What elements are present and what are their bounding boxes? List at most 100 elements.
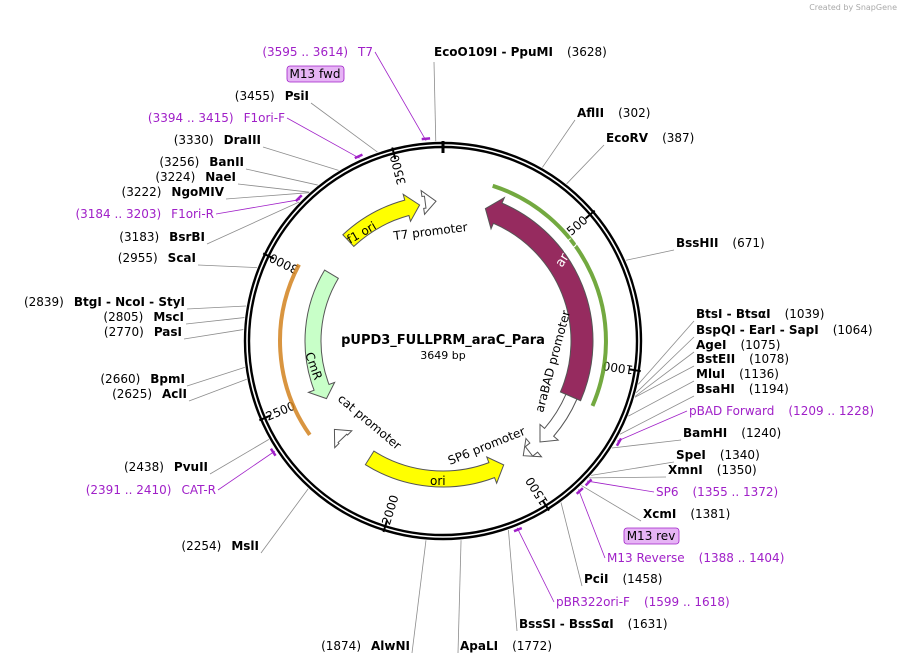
plasmid-size: 3649 bp: [420, 349, 465, 362]
primer-leader-line: [215, 199, 301, 215]
site-leader-line: [206, 201, 300, 245]
site-label: (2805)MscI: [103, 310, 184, 324]
site-leader-line: [457, 540, 462, 654]
site-leader-line: [185, 317, 245, 325]
tick-label: 1500: [523, 474, 551, 507]
primer-box-label: M13 fwd: [290, 67, 341, 81]
site-label: EcoO109I - PpuMI(3628): [434, 45, 607, 59]
site-leader-line: [237, 183, 310, 193]
site-leader-line: [634, 351, 695, 397]
site-leader-line: [591, 461, 675, 476]
feature-arrow: [333, 428, 353, 449]
feature-arrow: [539, 393, 578, 443]
primer-site-mark: [269, 448, 277, 457]
orf-arc-orange: [278, 263, 312, 437]
site-label: BamHI(1240): [683, 426, 781, 440]
site-label: (3183)BsrBI: [119, 230, 205, 244]
site-leader-line: [628, 380, 695, 417]
site-label: AgeI(1075): [696, 338, 780, 352]
primer-site-mark: [421, 137, 431, 141]
primer-label: pBAD Forward(1209 .. 1228): [689, 404, 874, 418]
tick-label: 1000: [602, 358, 634, 376]
feature-label-ori: ori: [430, 474, 446, 488]
site-leader-line: [637, 320, 695, 385]
feature-arrow: [484, 196, 594, 402]
site-label: XmnI(1350): [668, 463, 757, 477]
site-label: BssHII(671): [676, 236, 765, 250]
site-label: BtsI - BtsαI(1039): [696, 307, 824, 321]
site-leader-line: [186, 366, 245, 387]
tick-mark: [382, 520, 389, 533]
primer-leader-line: [587, 480, 655, 493]
site-label: (3222)NgoMIV: [122, 185, 225, 199]
site-label: AflII(302): [577, 106, 650, 120]
site-label: (3224)NaeI: [155, 170, 236, 184]
snapgene-credit: Created by SnapGene: [809, 3, 897, 12]
site-label: (2660)BpmI: [100, 372, 185, 386]
site-leader-line: [542, 119, 576, 168]
primer-label: (2391 .. 2410)CAT-R: [86, 483, 216, 497]
site-label: BsaHI(1194): [696, 382, 789, 396]
feature-arrow: [364, 450, 505, 488]
primer-site-mark: [615, 437, 623, 447]
primer-label: M13 Reverse(1388 .. 1404): [607, 551, 784, 565]
primer-leader-line: [217, 450, 276, 491]
site-leader-line: [611, 439, 682, 449]
site-leader-line: [433, 61, 437, 142]
primer-site-mark: [513, 526, 523, 533]
primer-site-mark: [575, 487, 584, 495]
feature-arrow: [522, 437, 543, 458]
site-label: BssSI - BssSαI(1631): [519, 617, 668, 631]
site-label: BstEII(1078): [696, 352, 789, 366]
site-leader-line: [186, 305, 247, 310]
site-leader-line: [188, 378, 247, 402]
site-leader-line: [245, 168, 318, 186]
primer-labels: (3595 .. 3614)T7 (3394 .. 3415)F1ori-F (…: [75, 45, 874, 609]
feature-arrow: [342, 193, 421, 248]
site-leader-line: [625, 249, 675, 261]
primer-label: (3184 .. 3203)F1ori-R: [75, 207, 214, 221]
primer-leader-line: [286, 117, 360, 159]
primer-site-mark: [294, 194, 303, 203]
tick-label: 2000: [379, 493, 401, 526]
site-leader-line: [262, 146, 339, 171]
feature-arrow: [420, 189, 437, 216]
site-label: (2839)BtgI - NcoI - StyI: [24, 295, 185, 309]
site-leader-line: [209, 439, 270, 475]
site-label: (2254)MslI: [181, 539, 259, 553]
primer-label: (3394 .. 3415)F1ori-F: [148, 111, 285, 125]
site-leader-line: [635, 336, 695, 393]
primer-box-label: M13 rev: [627, 529, 676, 543]
site-leader-line: [634, 365, 695, 398]
site-label: BspQI - EarI - SapI(1064): [696, 323, 873, 337]
feature-arrows: [304, 189, 594, 488]
site-leader-line: [260, 488, 309, 554]
site-label: (3256)BanII: [159, 155, 244, 169]
site-label: (2770)PasI: [104, 325, 182, 339]
site-label: EcoRV(387): [606, 131, 694, 145]
site-label: (2625)AclI: [112, 387, 187, 401]
orf-arcs: [278, 183, 608, 437]
tick-label: 3500: [387, 153, 408, 186]
site-label: (1874)AlwNI: [321, 639, 410, 653]
restriction-site-labels: EcoO109I - PpuMI(3628) AflII(302) EcoRV(…: [24, 45, 873, 653]
site-leader-line: [566, 144, 605, 185]
site-label: (2438)PvuII: [124, 460, 208, 474]
primer-leader-line: [516, 527, 555, 603]
site-leader-line: [508, 529, 518, 632]
site-leader-line: [581, 485, 642, 522]
site-label: ApaLI(1772): [460, 639, 552, 653]
feature-arrow: [304, 269, 340, 400]
feature-label-cat-promoter: cat promoter: [335, 392, 404, 453]
site-leader-line: [411, 540, 427, 654]
site-label: XcmI(1381): [643, 507, 730, 521]
tick-mark: [258, 414, 271, 422]
primer-site-mark: [354, 153, 363, 160]
primer-label: (3595 .. 3614)T7: [262, 45, 373, 59]
site-label: SpeI(1340): [676, 448, 760, 462]
primer-label: pBR322ori-F(1599 .. 1618): [556, 595, 730, 609]
tick-mark: [584, 209, 596, 220]
primer-leader-line: [617, 410, 688, 442]
site-label: (3330)DraIII: [174, 133, 261, 147]
